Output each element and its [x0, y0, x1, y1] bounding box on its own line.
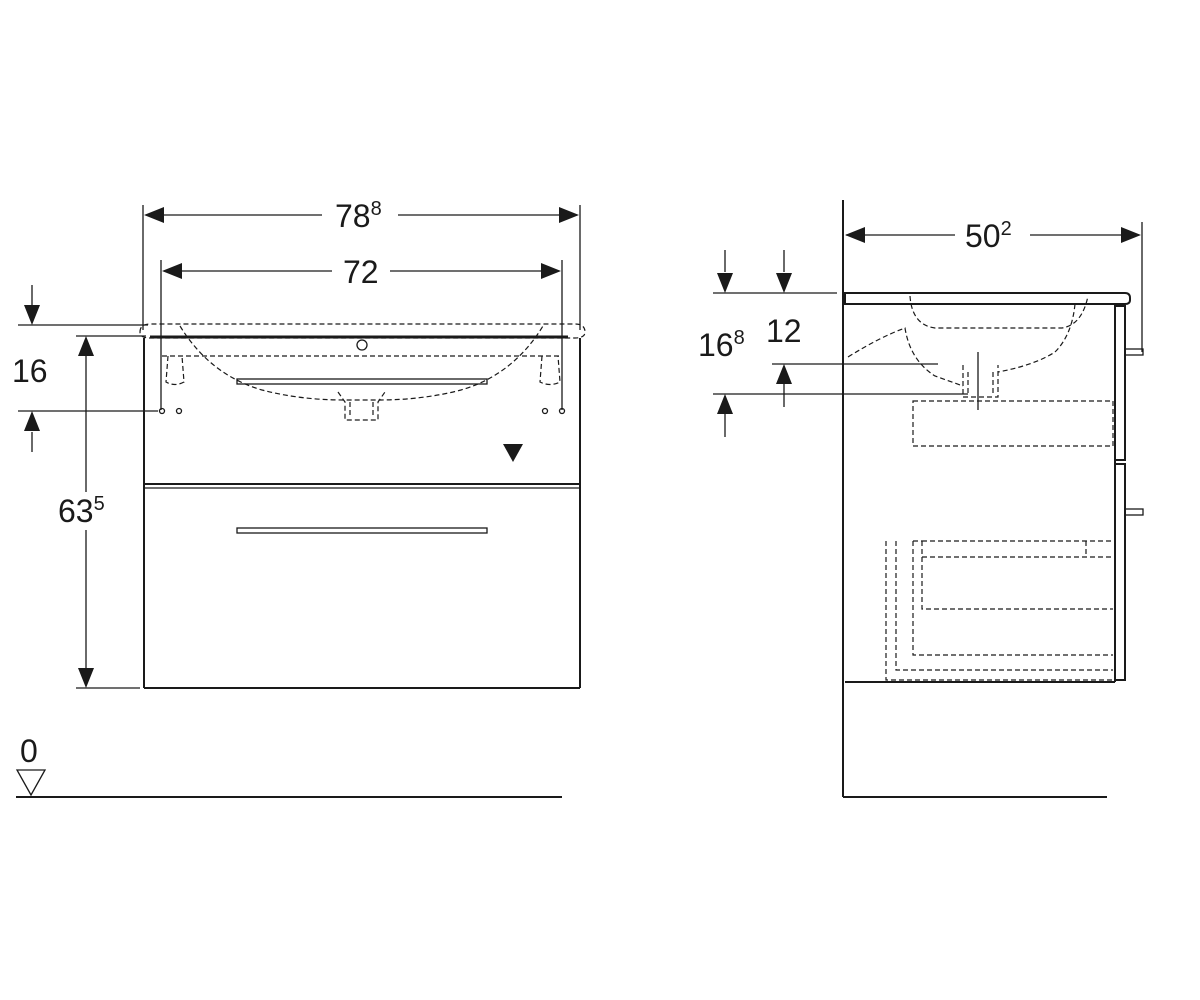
siphon-height-dimension: 12 — [766, 250, 938, 407]
arrow-left-icon — [144, 207, 164, 223]
depth-label: 502 — [965, 218, 1012, 254]
arrow-down-icon — [78, 668, 94, 688]
push-open-marker-icon — [503, 444, 523, 462]
arrow-up-icon — [24, 411, 40, 431]
upper-drawer-handle — [236, 378, 488, 385]
side-view: 502 168 12 — [698, 200, 1144, 798]
outlet-height-dimension: 168 — [698, 250, 968, 437]
arrow-down-icon — [24, 305, 40, 325]
cabinet-height-label: 635 — [58, 493, 105, 529]
depth-dimension: 502 — [845, 218, 1143, 352]
front-view: 788 72 16 — [12, 198, 586, 689]
cabinet-height-dimension: 635 — [58, 335, 146, 689]
arrow-right-icon — [541, 263, 561, 279]
upper-drawer-handle-side — [1124, 348, 1144, 356]
arrow-down-icon — [717, 273, 733, 293]
arrow-down-icon — [776, 273, 792, 293]
floor-level-marker: 0 — [15, 733, 562, 798]
basin-width-dimension: 72 — [160, 254, 563, 410]
cabinet-body — [143, 338, 581, 689]
arrow-left-icon — [845, 227, 865, 243]
overall-width-dimension: 788 — [142, 198, 581, 330]
basin-rim — [139, 323, 586, 421]
arrow-left-icon — [162, 263, 182, 279]
siphon-height-label: 12 — [766, 313, 802, 349]
basin-width-label: 72 — [343, 254, 379, 290]
overall-width-label: 788 — [335, 198, 382, 234]
arrow-up-icon — [776, 364, 792, 384]
arrow-right-icon — [559, 207, 579, 223]
arrow-up-icon — [78, 336, 94, 356]
arrow-up-icon — [717, 394, 733, 414]
lower-drawer-handle-side — [1124, 508, 1144, 516]
basin-height-dimension: 16 — [12, 285, 158, 452]
outlet-height-label: 168 — [698, 327, 745, 363]
basin-height-label: 16 — [12, 353, 48, 389]
lower-drawer-handle — [236, 527, 488, 534]
level-triangle-icon — [15, 769, 47, 797]
arrow-right-icon — [1121, 227, 1141, 243]
floor-level-label: 0 — [20, 733, 38, 769]
